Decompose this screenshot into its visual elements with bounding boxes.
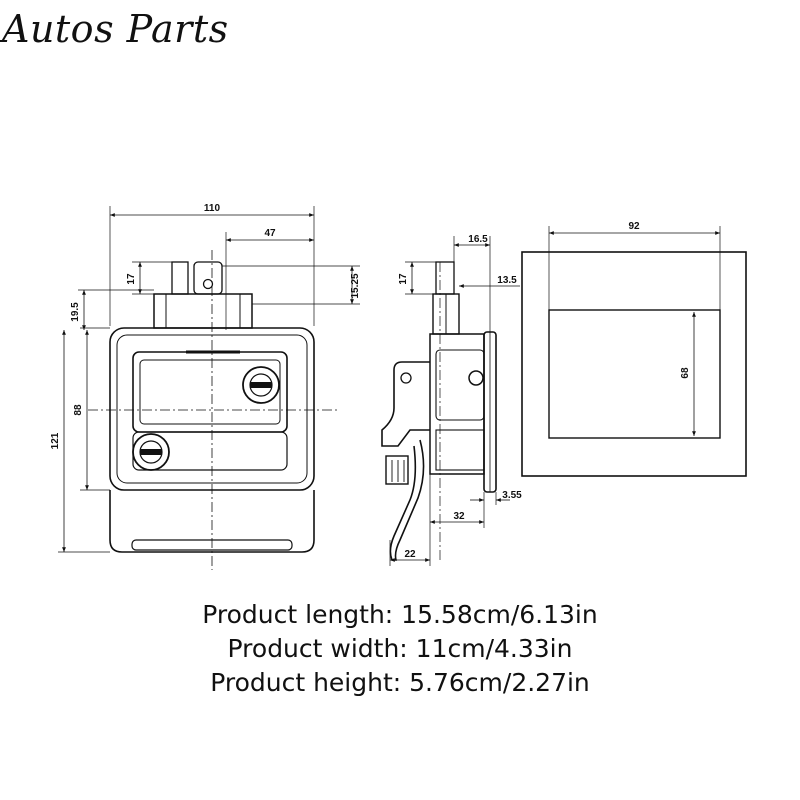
dim-92: 92 [628, 221, 640, 232]
spec-width: Product width: 11cm/4.33in [227, 634, 573, 663]
spec-length: Product length: 15.58cm/6.13in [202, 600, 598, 629]
dim-110: 110 [204, 203, 221, 214]
dim-15-25: 15.25 [350, 273, 361, 298]
dim-22: 22 [404, 549, 416, 560]
product-specs: Product length: 15.58cm/6.13in Product w… [0, 598, 800, 700]
dim-88: 88 [73, 404, 84, 416]
dim-17-side: 17 [398, 273, 409, 285]
side-view: 16.5 17 13.5 3.55 32 22 [381, 234, 522, 566]
spec-height: Product height: 5.76cm/2.27in [210, 668, 590, 697]
dim-13-5: 13.5 [497, 275, 517, 286]
front-view: 110 47 17 15.25 19.5 88 121 [50, 203, 361, 570]
dim-3-55: 3.55 [502, 490, 522, 501]
dim-32: 32 [453, 511, 465, 522]
dim-47: 47 [264, 228, 276, 239]
dim-17-front: 17 [126, 273, 137, 285]
dim-68: 68 [680, 367, 691, 379]
brand-title: Autos Parts [2, 7, 229, 51]
dim-19-5: 19.5 [70, 302, 81, 322]
dim-121: 121 [50, 432, 61, 449]
cutout-view: 92 68 [521, 221, 747, 477]
dim-16-5: 16.5 [468, 234, 488, 245]
